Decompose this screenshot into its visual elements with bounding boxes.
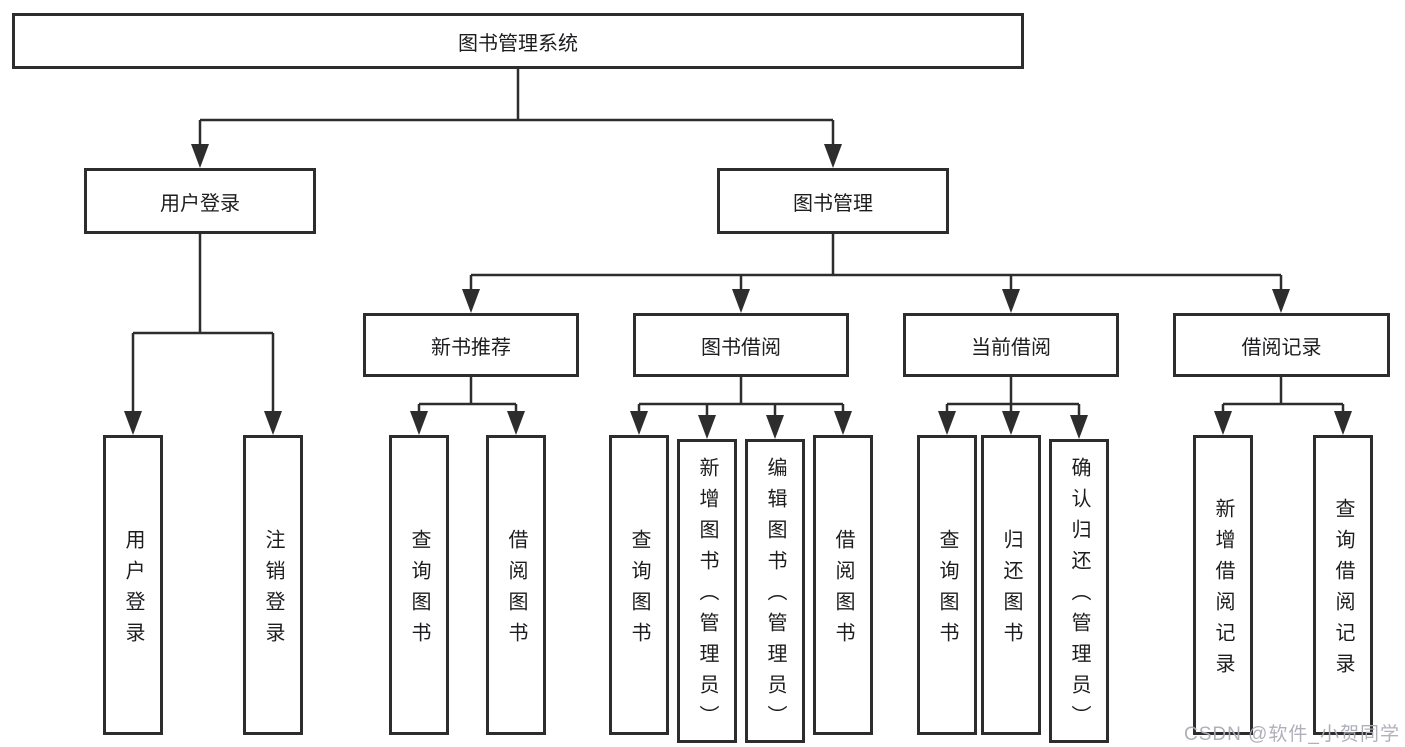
- arrow-down-icon: [824, 144, 842, 168]
- leaf-borrow-books-recommend: 借阅图书: [486, 435, 546, 735]
- leaf-query-books-recommend: 查询图书: [389, 435, 449, 735]
- arrow-down-icon: [1002, 289, 1020, 313]
- leaf-add-books-admin: 新增图书（管理员）: [677, 439, 737, 743]
- edge-new-book-to-leaves: [417, 377, 518, 413]
- arrow-down-icon: [630, 411, 648, 435]
- node-label: 图书管理系统: [458, 32, 578, 55]
- arrow-down-icon: [191, 144, 209, 168]
- arrow-down-icon: [410, 411, 428, 435]
- node-label: 用户登录: [122, 528, 144, 653]
- node-user-login: 用户登录: [84, 168, 316, 234]
- edge-root-to-level2: [198, 69, 835, 146]
- node-label: 归还图书: [1000, 528, 1022, 653]
- node-label: 新增借阅记录: [1212, 497, 1234, 684]
- edge-borrow-records-to-leaves: [1221, 377, 1345, 413]
- leaf-edit-books-admin: 编辑图书（管理员）: [745, 439, 805, 743]
- arrow-down-icon: [834, 411, 852, 435]
- node-label: 借阅图书: [832, 528, 854, 653]
- node-current-borrow: 当前借阅: [903, 313, 1119, 377]
- node-label: 查询图书: [408, 528, 430, 653]
- arrow-down-icon: [1214, 411, 1232, 435]
- watermark: CSDN @软件_小贺同学: [1184, 724, 1400, 745]
- arrow-down-icon: [462, 289, 480, 313]
- leaf-add-borrow-record: 新增借阅记录: [1193, 435, 1253, 735]
- arrow-down-icon: [1334, 411, 1352, 435]
- node-label: 当前借阅: [971, 336, 1051, 359]
- leaf-logout: 注销登录: [243, 435, 303, 735]
- arrow-down-icon: [1070, 415, 1088, 439]
- leaf-user-login: 用户登录: [103, 435, 163, 735]
- arrow-down-icon: [698, 415, 716, 439]
- arrowheads: [124, 144, 1352, 439]
- node-label: 图书借阅: [701, 336, 781, 359]
- edge-book-mgmt-to-level3: [469, 234, 1283, 291]
- node-label: 新增图书（管理员）: [696, 457, 718, 736]
- arrow-down-icon: [938, 411, 956, 435]
- node-label: 确认归还（管理员）: [1068, 457, 1090, 736]
- node-book-borrow: 图书借阅: [633, 313, 849, 377]
- leaf-query-borrow-record: 查询借阅记录: [1313, 435, 1373, 735]
- arrow-down-icon: [732, 289, 750, 313]
- node-label: 查询借阅记录: [1332, 497, 1354, 684]
- arrow-down-icon: [1272, 289, 1290, 313]
- node-label: 查询图书: [628, 528, 650, 653]
- arrow-down-icon: [1002, 411, 1020, 435]
- node-label: 借阅记录: [1241, 336, 1322, 359]
- edge-book-borrow-to-leaves: [637, 377, 845, 417]
- node-label: 图书管理: [793, 192, 873, 215]
- edge-user-login-to-leaves: [131, 234, 275, 413]
- arrow-down-icon: [264, 411, 282, 435]
- leaf-query-books-borrow: 查询图书: [609, 435, 669, 735]
- node-book-management: 图书管理: [717, 168, 949, 234]
- node-borrow-records: 借阅记录: [1173, 313, 1390, 377]
- node-root: 图书管理系统: [12, 13, 1024, 69]
- node-label: 注销登录: [262, 528, 284, 653]
- arrow-down-icon: [124, 411, 142, 435]
- leaf-borrow-books: 借阅图书: [813, 435, 873, 735]
- node-label: 用户登录: [160, 192, 240, 215]
- leaf-query-books-current: 查询图书: [917, 435, 977, 735]
- arrow-down-icon: [507, 411, 525, 435]
- edge-current-borrow-to-leaves: [945, 377, 1081, 417]
- leaf-return-books: 归还图书: [981, 435, 1041, 735]
- node-new-book-recommend: 新书推荐: [363, 313, 579, 377]
- node-label: 编辑图书（管理员）: [764, 457, 786, 736]
- leaf-confirm-return-admin: 确认归还（管理员）: [1049, 439, 1109, 743]
- node-label: 查询图书: [936, 528, 958, 653]
- node-label: 借阅图书: [505, 528, 527, 653]
- arrow-down-icon: [766, 415, 784, 439]
- node-label: 新书推荐: [431, 336, 511, 359]
